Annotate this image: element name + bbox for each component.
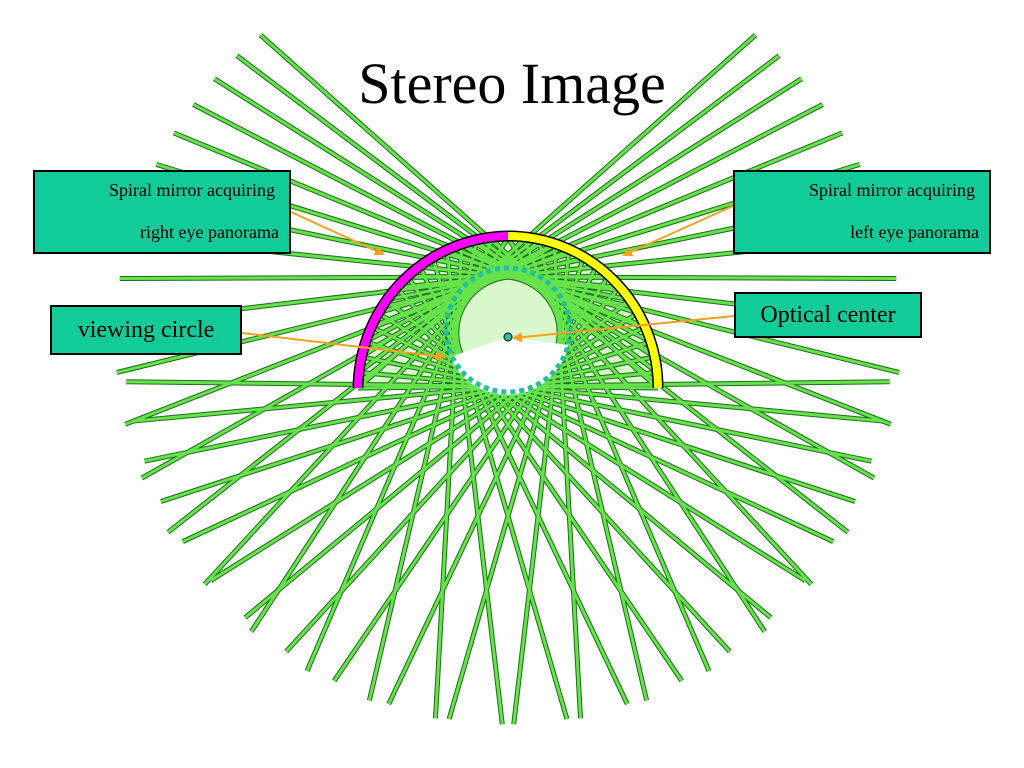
left-eye-mirror-arc-fill — [507, 232, 662, 389]
ray-beam — [259, 33, 659, 390]
ray-beam — [370, 131, 843, 329]
right-eye-label-line-2: right eye panorama — [140, 222, 279, 242]
ray-beam — [447, 257, 585, 720]
ray-beam — [235, 54, 659, 374]
ray-beam — [133, 370, 658, 423]
viewing-circle — [443, 265, 573, 395]
ray-beam — [357, 54, 781, 374]
left-eye-label-line-1: Spiral mirror acquiring — [809, 180, 975, 200]
ray-beam — [332, 275, 610, 682]
left-eye-label-line-2: left eye panorama — [850, 222, 979, 242]
slide-title: Stereo Image — [358, 51, 666, 116]
ray-beam — [387, 266, 598, 705]
ray-beam — [126, 380, 659, 390]
ray-beam — [213, 77, 656, 359]
viewing-circle-gap — [450, 337, 568, 396]
right-eye-mirror-label: Spiral mirror acquiring right eye panora… — [33, 170, 291, 254]
ray-beam — [144, 355, 656, 463]
optical-center-callout-arrow — [512, 315, 735, 343]
ray-beam — [360, 77, 803, 359]
optical-center-label: Optical center — [734, 292, 922, 338]
right-eye-callout-arrow — [290, 211, 385, 256]
ray-beams — [115, 33, 901, 725]
ray-beam — [192, 103, 652, 343]
right-eye-mirror-arc-fill — [354, 232, 509, 389]
left-eye-callout-arrow — [622, 205, 734, 257]
ray-beam — [182, 325, 646, 543]
left-eye-mirror-label: Spiral mirror acquiring left eye panoram… — [733, 170, 991, 254]
ray-beam — [160, 340, 652, 503]
viewing-circle-callout-arrow — [241, 332, 446, 362]
ray-beam — [209, 311, 639, 582]
viewing-circle-label: viewing circle — [50, 305, 242, 355]
right-eye-label-line-1: Spiral mirror acquiring — [109, 180, 275, 200]
ray-beam — [512, 250, 571, 725]
ray-beam — [552, 245, 583, 719]
ray-beam — [173, 131, 646, 329]
optical-center-point — [503, 332, 513, 342]
ray-beam — [358, 370, 883, 423]
